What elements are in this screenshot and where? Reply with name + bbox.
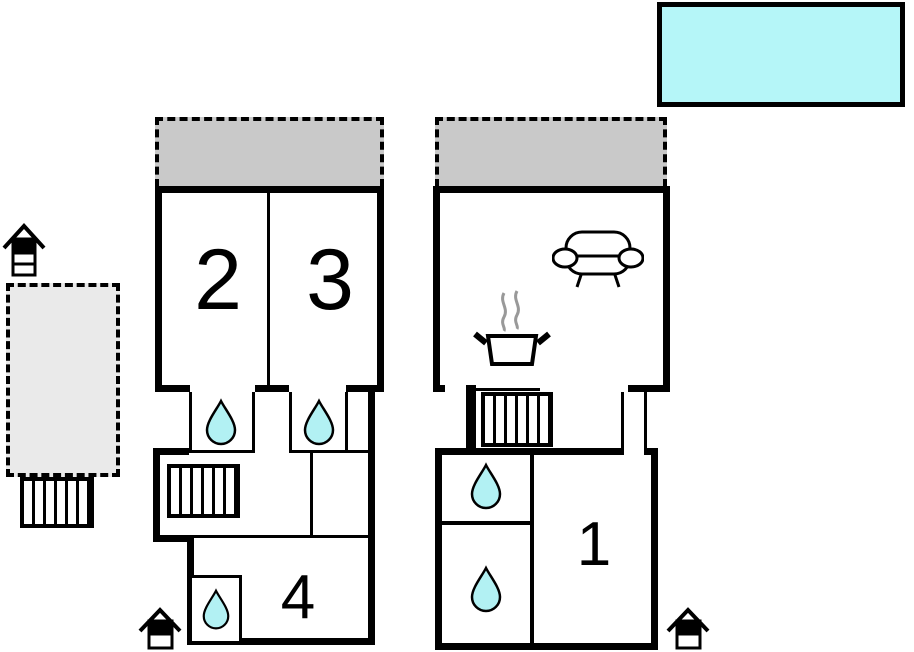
wall-segment (476, 388, 540, 391)
annex-terrace (6, 283, 120, 477)
wall-room4-top (194, 535, 368, 538)
terrace-right (435, 117, 667, 187)
wall-lower-top (435, 448, 622, 455)
room-label-3: 3 (306, 232, 354, 328)
wall-right-left-building (368, 385, 375, 645)
wall-segment (628, 385, 670, 392)
wall-lower-bottom (435, 643, 658, 650)
water-drop-icon (470, 565, 502, 613)
terrace-left (155, 117, 384, 187)
shower-room-4 (192, 575, 242, 641)
entrance-corridor (621, 392, 647, 455)
wall-segment (255, 385, 289, 392)
living-room (433, 186, 670, 392)
wall-hall-divider (310, 453, 313, 537)
stairs-right-building (481, 392, 553, 447)
wall-segment (433, 385, 445, 392)
wall-stairwell (466, 385, 476, 455)
water-drop-icon (470, 462, 502, 510)
room-label-1: 1 (576, 510, 612, 579)
well-hut-icon-top-left (2, 223, 46, 277)
wall-segment (155, 385, 190, 392)
wall-lower-left (435, 448, 442, 650)
stairs-left-building (167, 464, 240, 518)
wall-room4-bottom (187, 638, 375, 645)
wall-hall-left (153, 448, 160, 542)
water-drop-icon (303, 398, 335, 446)
wall-bathrooms-divider (442, 521, 530, 525)
wall-lower-right (651, 448, 658, 650)
cooking-pot-icon (473, 290, 551, 366)
sofa-icon (552, 230, 644, 288)
wall-room4-left (187, 535, 194, 645)
swimming-pool (657, 2, 905, 107)
water-drop-icon (202, 588, 230, 630)
room-label-4: 4 (280, 563, 316, 632)
wall-segment (346, 385, 384, 392)
wall-segment (153, 535, 194, 542)
room-label-2: 2 (194, 232, 242, 328)
wall-segment (346, 450, 368, 453)
well-hut-icon-bottom-right (666, 607, 710, 650)
wall-room2-room3 (267, 193, 270, 385)
wall-segment (153, 448, 189, 455)
well-hut-icon-bottom-left (138, 607, 182, 650)
wall-room1-divider (530, 455, 534, 645)
annex-stairs (20, 477, 94, 528)
water-drop-icon (205, 398, 237, 446)
